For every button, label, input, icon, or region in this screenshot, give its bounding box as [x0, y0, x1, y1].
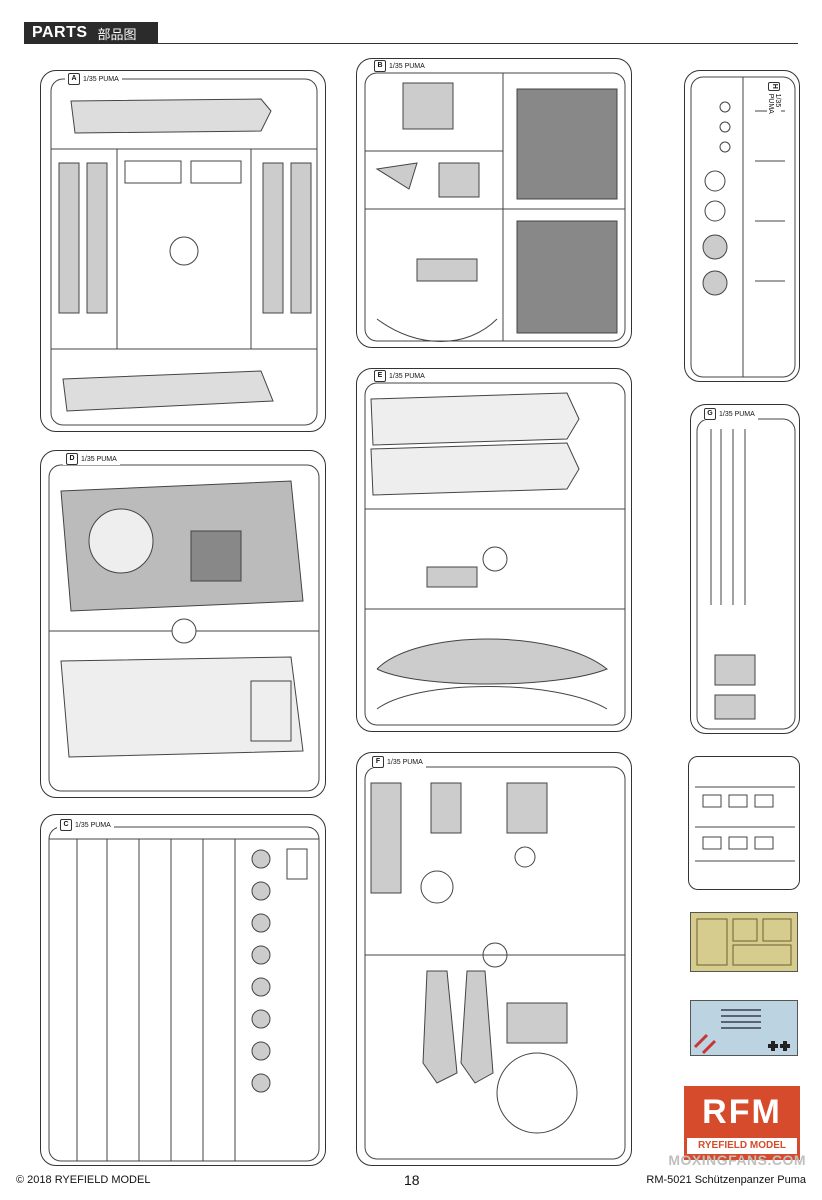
sprue-d: D 1/35 PUMA — [40, 450, 326, 798]
sprue-d-label: D 1/35 PUMA — [63, 453, 120, 465]
photo-etch-drawing — [696, 918, 792, 966]
sprue-e-letter: E — [374, 370, 386, 382]
sprue-a-drawing — [50, 78, 318, 426]
sprue-b: B 1/35 PUMA — [356, 58, 632, 348]
clear-parts-drawing — [695, 786, 795, 862]
logo-name: RYEFIELD MODEL — [687, 1138, 797, 1154]
sprue-c-scale: 1/35 PUMA — [75, 821, 111, 829]
footer-copyright: © 2018 RYEFIELD MODEL — [16, 1174, 151, 1186]
sprue-b-scale: 1/35 PUMA — [389, 62, 425, 70]
sprue-f: F 1/35 PUMA — [356, 752, 632, 1166]
decal-sheet — [690, 1000, 798, 1056]
sprue-e-drawing — [364, 382, 626, 726]
sprue-f-label: F 1/35 PUMA — [369, 756, 426, 768]
ryefield-logo: RFM RYEFIELD MODEL — [684, 1086, 800, 1160]
parts-title-zh: 部品图 — [97, 26, 137, 42]
sprue-h-scale: 1/35 PUMA — [767, 93, 781, 114]
sprue-c: C 1/35 PUMA — [40, 814, 326, 1166]
sprue-a: A 1/35 PUMA — [40, 70, 326, 432]
clear-parts-sprue — [688, 756, 800, 890]
header-rule — [158, 43, 798, 44]
sprue-c-label: C 1/35 PUMA — [57, 819, 114, 831]
sprue-f-letter: F — [372, 756, 384, 768]
sprue-e-label: E 1/35 PUMA — [371, 370, 428, 382]
sprue-b-drawing — [364, 72, 626, 342]
sprue-b-label: B 1/35 PUMA — [371, 60, 428, 72]
sprue-d-letter: D — [66, 453, 78, 465]
photo-etch-fret — [690, 912, 798, 972]
logo-mark: RFM — [702, 1093, 782, 1131]
parts-title-en: PARTS — [32, 24, 88, 41]
parts-header: PARTS 部品图 — [24, 22, 158, 44]
decal-sheet-drawing — [693, 1009, 790, 1055]
sprue-h-drawing — [690, 76, 796, 378]
sprue-b-letter: B — [374, 60, 386, 72]
page-number: 18 — [404, 1172, 420, 1188]
sprue-g-label: G 1/35 PUMA — [701, 408, 758, 420]
sprue-g-letter: G — [704, 408, 716, 420]
sprue-f-scale: 1/35 PUMA — [387, 758, 423, 766]
sprue-h-label: H 1/35 PUMA — [767, 79, 781, 121]
sprue-h: H 1/35 PUMA — [684, 70, 800, 382]
sprue-c-letter: C — [60, 819, 72, 831]
sprue-g-scale: 1/35 PUMA — [719, 410, 755, 418]
sprue-a-scale: 1/35 PUMA — [83, 75, 119, 83]
footer-product: RM-5021 Schützenpanzer Puma — [646, 1174, 806, 1186]
sprue-h-letter: H — [768, 82, 780, 91]
sprue-e: E 1/35 PUMA — [356, 368, 632, 732]
sprue-c-drawing — [48, 826, 320, 1162]
sprue-d-scale: 1/35 PUMA — [81, 455, 117, 463]
sprue-g: G 1/35 PUMA — [690, 404, 800, 734]
sprue-g-drawing — [696, 418, 796, 730]
sprue-e-scale: 1/35 PUMA — [389, 372, 425, 380]
sprue-a-letter: A — [68, 73, 80, 85]
sprue-d-drawing — [48, 464, 320, 792]
site-watermark: MOXINGFANS.COM — [668, 1152, 806, 1168]
sprue-f-drawing — [364, 766, 626, 1160]
sprue-a-label: A 1/35 PUMA — [65, 73, 122, 85]
